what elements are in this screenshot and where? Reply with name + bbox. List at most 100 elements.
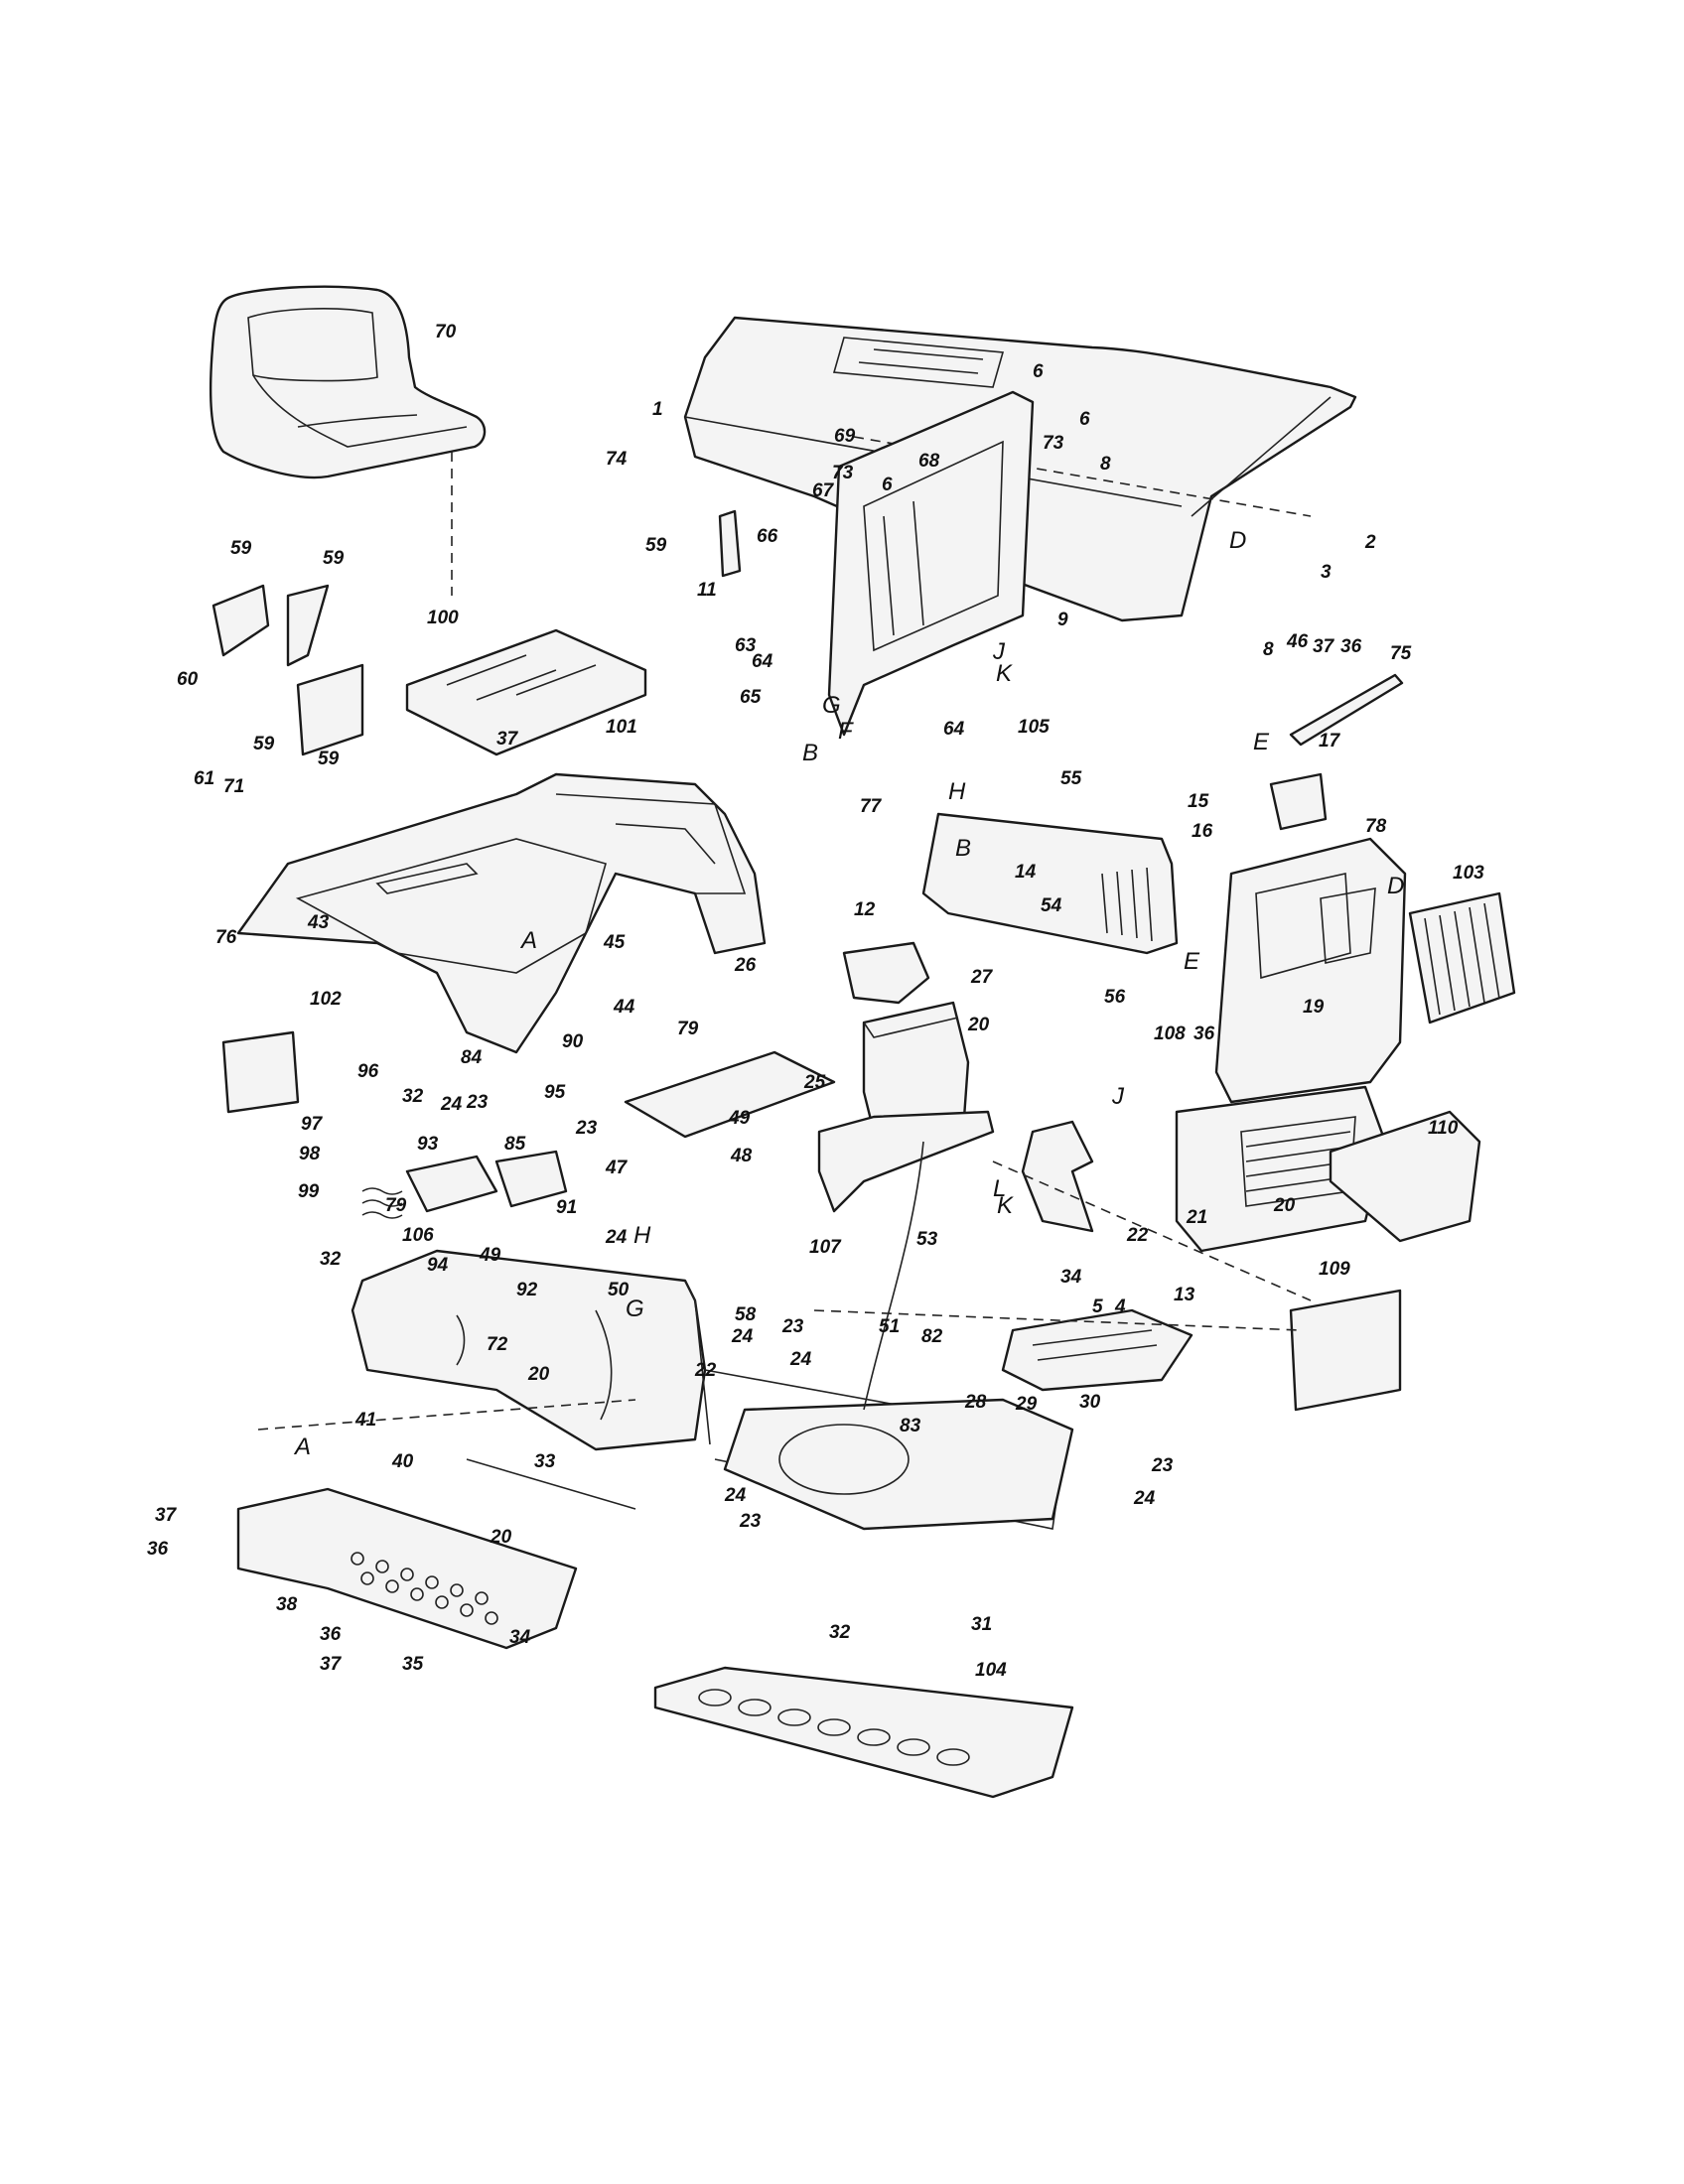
callout-94: 94 xyxy=(427,1255,449,1276)
seat-brackets xyxy=(211,509,742,756)
callout-37: 37 xyxy=(496,729,519,750)
callout-36: 36 xyxy=(320,1624,342,1645)
callout-54: 54 xyxy=(1041,895,1062,916)
callout-85: 85 xyxy=(504,1134,526,1155)
callout-59: 59 xyxy=(253,734,275,754)
floor-plate xyxy=(624,1050,836,1139)
callout-79: 79 xyxy=(677,1019,699,1039)
callout-68: 68 xyxy=(918,451,940,472)
callout-77: 77 xyxy=(860,796,883,817)
callout-24: 24 xyxy=(724,1485,747,1506)
callout-32: 32 xyxy=(829,1622,851,1643)
callout-22: 22 xyxy=(694,1360,717,1381)
callout-72: 72 xyxy=(487,1334,508,1355)
lower-panel xyxy=(1289,1289,1402,1412)
callout-20: 20 xyxy=(490,1527,512,1548)
callout-99: 99 xyxy=(298,1181,320,1202)
callout-12: 12 xyxy=(854,899,876,920)
callout-101: 101 xyxy=(606,717,637,738)
callout-43: 43 xyxy=(307,912,330,933)
callout-37: 37 xyxy=(155,1505,178,1526)
callout-44: 44 xyxy=(613,997,635,1018)
callout-d: D xyxy=(1387,873,1404,899)
callout-33: 33 xyxy=(534,1451,556,1472)
callout-g: G xyxy=(822,692,841,719)
fender xyxy=(236,772,767,1054)
callout-20: 20 xyxy=(527,1364,550,1385)
callout-8: 8 xyxy=(1263,639,1274,660)
callout-j: J xyxy=(992,638,1006,665)
callout-34: 34 xyxy=(1060,1267,1082,1288)
callout-b: B xyxy=(955,835,971,862)
callout-110: 110 xyxy=(1428,1118,1459,1139)
callout-e: E xyxy=(1253,729,1270,755)
callout-75: 75 xyxy=(1390,643,1412,664)
callout-a: A xyxy=(293,1433,311,1460)
callout-65: 65 xyxy=(740,687,762,708)
callout-95: 95 xyxy=(544,1082,566,1103)
callout-j: J xyxy=(1111,1083,1125,1110)
callout-23: 23 xyxy=(781,1316,804,1337)
side-skirt xyxy=(1329,1110,1481,1243)
callout-1: 1 xyxy=(652,399,663,420)
callout-59: 59 xyxy=(230,538,252,559)
callout-91: 91 xyxy=(556,1197,577,1218)
callout-29: 29 xyxy=(1015,1394,1038,1415)
callout-79: 79 xyxy=(385,1195,407,1216)
callout-66: 66 xyxy=(757,526,778,547)
callout-50: 50 xyxy=(608,1280,630,1300)
callout-69: 69 xyxy=(834,426,856,447)
headlight xyxy=(1269,772,1328,831)
grille-housing xyxy=(1175,837,1407,1253)
callout-35: 35 xyxy=(402,1654,424,1675)
callout-k: K xyxy=(996,660,1013,687)
tool-tray xyxy=(221,1030,300,1114)
footrest-right xyxy=(1001,1308,1193,1392)
callout-53: 53 xyxy=(916,1229,938,1250)
callout-71: 71 xyxy=(223,776,244,797)
callout-108: 108 xyxy=(1154,1024,1186,1044)
callout-70: 70 xyxy=(435,322,457,342)
callout-8: 8 xyxy=(1100,454,1111,475)
callout-d: D xyxy=(1229,527,1246,554)
callout-63: 63 xyxy=(735,635,757,656)
footrest-left xyxy=(236,1487,578,1650)
callout-51: 51 xyxy=(879,1316,900,1337)
rear-plate xyxy=(723,1398,1074,1531)
callout-73: 73 xyxy=(1043,433,1064,454)
pivot-bracket xyxy=(494,1150,568,1208)
callout-60: 60 xyxy=(177,669,199,690)
callout-83: 83 xyxy=(900,1416,921,1436)
spring xyxy=(361,1187,403,1219)
callout-23: 23 xyxy=(1151,1455,1174,1476)
callout-17: 17 xyxy=(1319,731,1341,751)
callout-37: 37 xyxy=(320,1654,343,1675)
callout-20: 20 xyxy=(1273,1195,1296,1216)
callout-h: H xyxy=(633,1222,651,1249)
battery-tray xyxy=(817,1110,995,1213)
callout-25: 25 xyxy=(803,1072,826,1093)
callout-32: 32 xyxy=(320,1249,342,1270)
frame-dash-line xyxy=(813,1309,1302,1331)
callout-46: 46 xyxy=(1286,631,1309,652)
callout-b: B xyxy=(802,740,818,766)
callout-26: 26 xyxy=(734,955,757,976)
callout-e: E xyxy=(1184,948,1200,975)
callout-24: 24 xyxy=(789,1349,812,1370)
callout-41: 41 xyxy=(354,1410,376,1431)
callout-58: 58 xyxy=(735,1304,757,1325)
side-panel xyxy=(921,812,1179,955)
callout-105: 105 xyxy=(1018,717,1050,738)
callout-3: 3 xyxy=(1321,562,1332,583)
callout-48: 48 xyxy=(730,1146,753,1166)
callout-92: 92 xyxy=(516,1280,538,1300)
front-dash-line xyxy=(992,1160,1312,1301)
callout-4: 4 xyxy=(1114,1297,1126,1317)
callout-90: 90 xyxy=(562,1031,584,1052)
callout-28: 28 xyxy=(964,1392,987,1413)
seat xyxy=(209,285,487,479)
callout-2: 2 xyxy=(1364,532,1376,553)
callout-a: A xyxy=(519,927,537,954)
